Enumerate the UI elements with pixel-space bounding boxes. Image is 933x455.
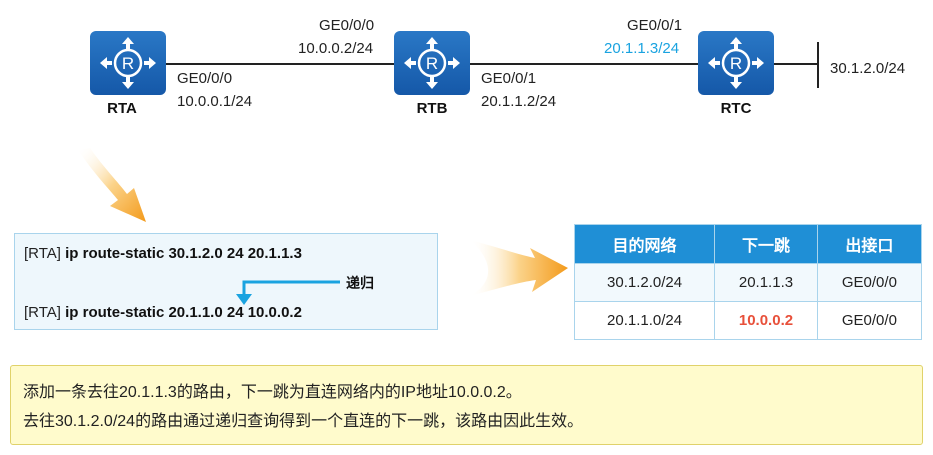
- router-symbol-icon: R: [404, 37, 460, 89]
- command-prompt: [RTA]: [24, 245, 61, 262]
- table-row: 20.1.1.0/24 10.0.0.2 GE0/0/0: [573, 301, 923, 340]
- rtc-ip: 20.1.1.3/24: [604, 40, 680, 57]
- router-rtc-icon[interactable]: R: [698, 31, 774, 95]
- cell-next-hop: 20.1.1.3: [714, 263, 818, 302]
- cell-next-hop-highlight: 10.0.0.2: [714, 301, 818, 340]
- recursion-arrow-icon: [236, 280, 340, 305]
- cell-out-interface: GE0/0/0: [816, 263, 923, 302]
- recursion-label: 递归: [346, 275, 374, 291]
- rtb-left-interface: GE0/0/0: [319, 17, 375, 34]
- route-table: 目的网络 下一跳 出接口 30.1.2.0/24 20.1.1.3 GE0/0/…: [573, 224, 923, 340]
- table-row: 30.1.2.0/24 20.1.1.3 GE0/0/0: [573, 263, 923, 302]
- rtb-left-ip: 10.0.0.2/24: [298, 40, 374, 57]
- stub-network-label: 30.1.2.0/24: [830, 60, 906, 77]
- svg-text:R: R: [122, 54, 134, 73]
- router-rtb-label: RTB: [416, 100, 448, 117]
- note-line-1: 添加一条去往20.1.1.3的路由，下一跳为直连网络内的IP地址10.0.0.2…: [23, 384, 522, 401]
- route-table-header: 目的网络 下一跳 出接口: [573, 224, 923, 264]
- router-rtb-icon[interactable]: R: [394, 31, 470, 95]
- router-rta-icon[interactable]: R: [90, 31, 166, 95]
- router-rtc-label: RTC: [720, 100, 752, 117]
- col-out-interface: 出接口: [816, 224, 923, 264]
- cell-destination: 20.1.1.0/24: [573, 301, 716, 340]
- explanation-note: 添加一条去往20.1.1.3的路由，下一跳为直连网络内的IP地址10.0.0.2…: [10, 365, 923, 445]
- rtb-right-interface: GE0/0/1: [481, 70, 537, 87]
- cell-out-interface: GE0/0/0: [816, 301, 923, 340]
- router-symbol-icon: R: [100, 37, 156, 89]
- command-line-2: [RTA] ip route-static 20.1.1.0 24 10.0.0…: [24, 304, 302, 321]
- command-box: [14, 233, 438, 330]
- col-destination: 目的网络: [573, 224, 716, 264]
- command-line-1: [RTA] ip route-static 30.1.2.0 24 20.1.1…: [24, 245, 302, 262]
- arrow-to-commands: [78, 148, 146, 222]
- svg-text:R: R: [426, 54, 438, 73]
- svg-text:R: R: [730, 54, 742, 73]
- rta-interface: GE0/0/0: [177, 70, 233, 87]
- rtb-right-ip: 20.1.1.2/24: [481, 93, 557, 110]
- router-symbol-icon: R: [708, 37, 764, 89]
- cell-destination: 30.1.2.0/24: [573, 263, 716, 302]
- note-line-2: 去往30.1.2.0/24的路由通过递归查询得到一个直连的下一跳，该路由因此生效…: [23, 413, 584, 430]
- command-text: ip route-static 20.1.1.0 24 10.0.0.2: [65, 304, 302, 321]
- rtc-interface: GE0/0/1: [627, 17, 683, 34]
- arrow-to-table: [470, 240, 568, 296]
- rta-ip: 10.0.0.1/24: [177, 93, 253, 110]
- router-rta-label: RTA: [107, 100, 137, 117]
- command-prompt: [RTA]: [24, 304, 61, 321]
- col-next-hop: 下一跳: [714, 224, 818, 264]
- command-text: ip route-static 30.1.2.0 24 20.1.1.3: [65, 245, 302, 262]
